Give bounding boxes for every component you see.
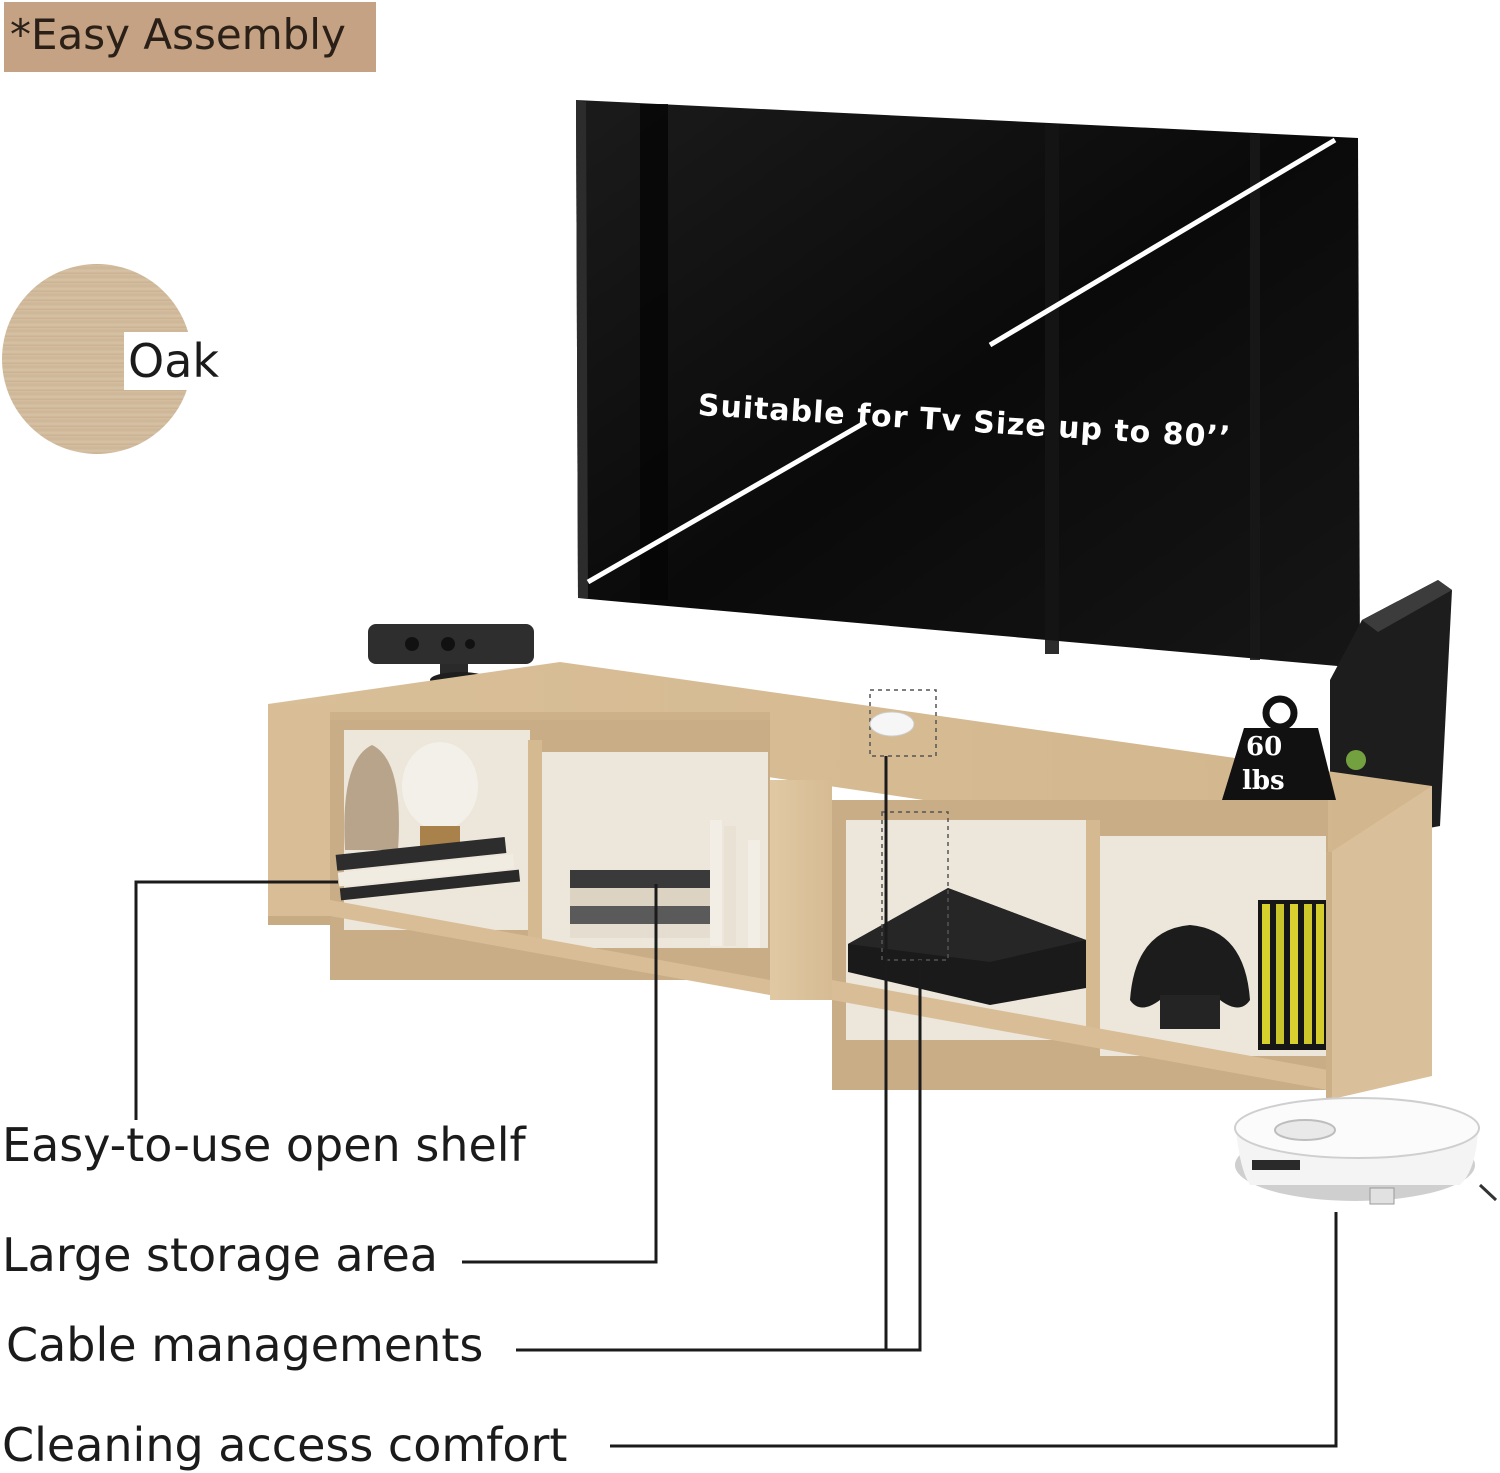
finish-label: Oak [124, 332, 224, 390]
callout-cable-management: Cable managements [6, 1318, 484, 1372]
callout-cleaning-access: Cleaning access comfort [2, 1418, 568, 1472]
robot-vacuum [1234, 1097, 1498, 1205]
cable-channel-highlight [881, 811, 949, 961]
easy-assembly-label: *Easy Assembly [10, 10, 346, 59]
game-console [848, 888, 1086, 1005]
shelf-decor [335, 742, 760, 948]
cable-hole-highlight [869, 689, 937, 757]
easy-assembly-badge [4, 2, 376, 72]
television [576, 100, 1360, 668]
weight-unit: lbs [1242, 766, 1285, 796]
callout-storage-area: Large storage area [2, 1228, 438, 1282]
callout-open-shelf: Easy-to-use open shelf [2, 1118, 526, 1172]
game-cases [1258, 900, 1326, 1050]
callout-lines [134, 756, 1338, 1448]
weight-icon [1222, 695, 1336, 800]
controllers [1130, 925, 1250, 1029]
weight-value: 60 [1246, 732, 1283, 762]
